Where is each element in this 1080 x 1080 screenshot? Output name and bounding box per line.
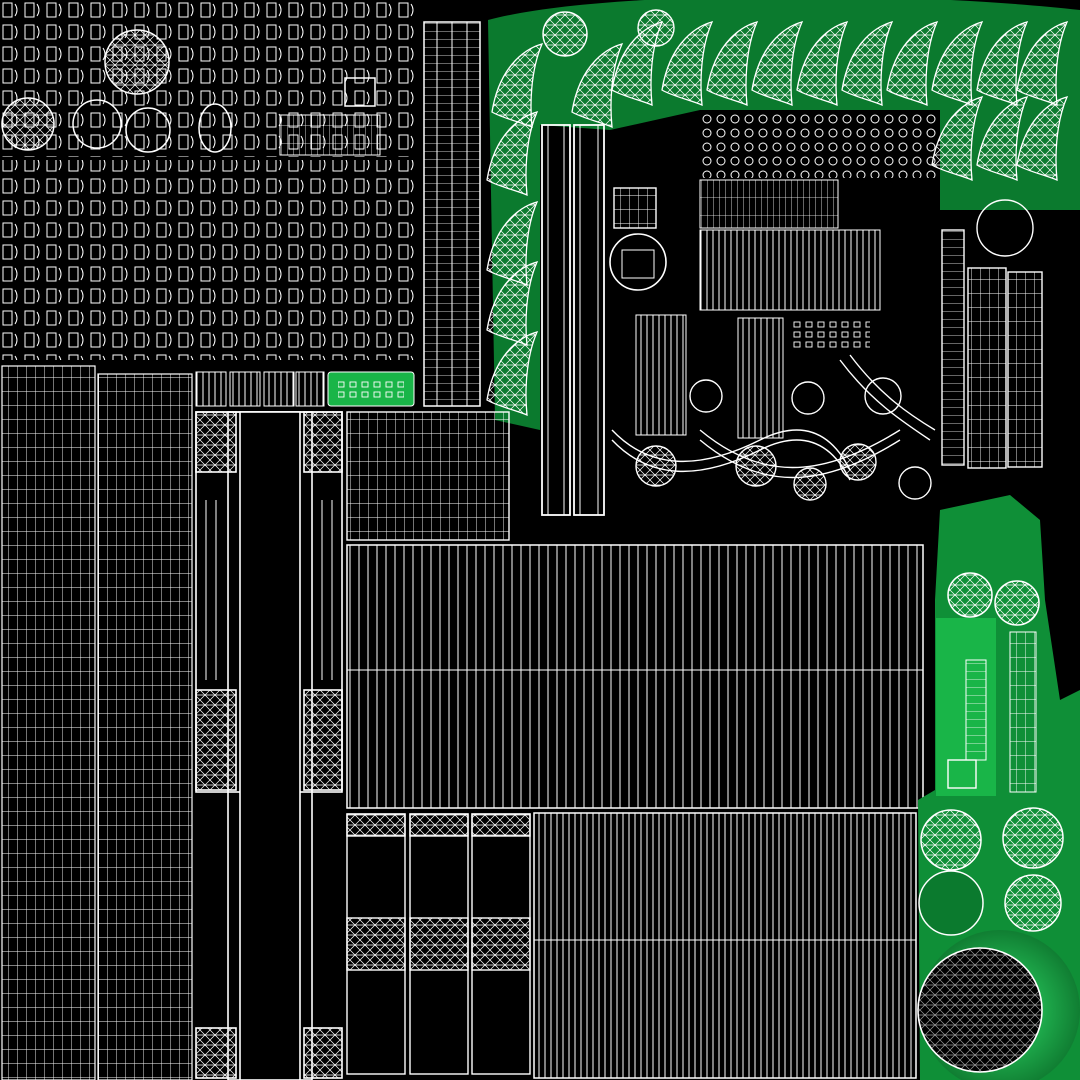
petal-part bbox=[486, 111, 539, 197]
petal-part bbox=[1016, 96, 1069, 182]
petal-part bbox=[976, 21, 1029, 107]
petal-part bbox=[886, 21, 939, 107]
small-parts-cluster bbox=[1, 2, 417, 360]
vertical-strip-group bbox=[541, 124, 605, 516]
left-large-grids bbox=[1, 365, 193, 1080]
petal-part bbox=[751, 21, 804, 107]
axle-parts bbox=[346, 813, 531, 1075]
petal-part bbox=[706, 21, 759, 107]
green-bar-part bbox=[327, 371, 415, 407]
green-wheel-region bbox=[917, 495, 1080, 1080]
tall-striped-column bbox=[423, 21, 481, 407]
small-tile-row bbox=[195, 371, 325, 407]
petal-part bbox=[486, 331, 539, 417]
petal-part bbox=[796, 21, 849, 107]
petal-part bbox=[661, 21, 714, 107]
petal-part bbox=[976, 96, 1029, 182]
chassis-frame bbox=[195, 411, 343, 1080]
petal-part bbox=[491, 43, 544, 129]
petal-part bbox=[1016, 21, 1069, 107]
striped-panel-large bbox=[346, 544, 924, 1079]
petal-part bbox=[931, 21, 984, 107]
dense-parts-region bbox=[609, 112, 938, 439]
petal-part bbox=[571, 43, 624, 129]
petal-part bbox=[841, 21, 894, 107]
curved-arm-parts bbox=[611, 354, 936, 501]
green-petal-region bbox=[486, 0, 1080, 430]
petal-part bbox=[931, 96, 984, 182]
right-column-parts bbox=[941, 199, 1043, 469]
mid-grid-block bbox=[346, 411, 510, 541]
petal-part bbox=[486, 261, 539, 347]
